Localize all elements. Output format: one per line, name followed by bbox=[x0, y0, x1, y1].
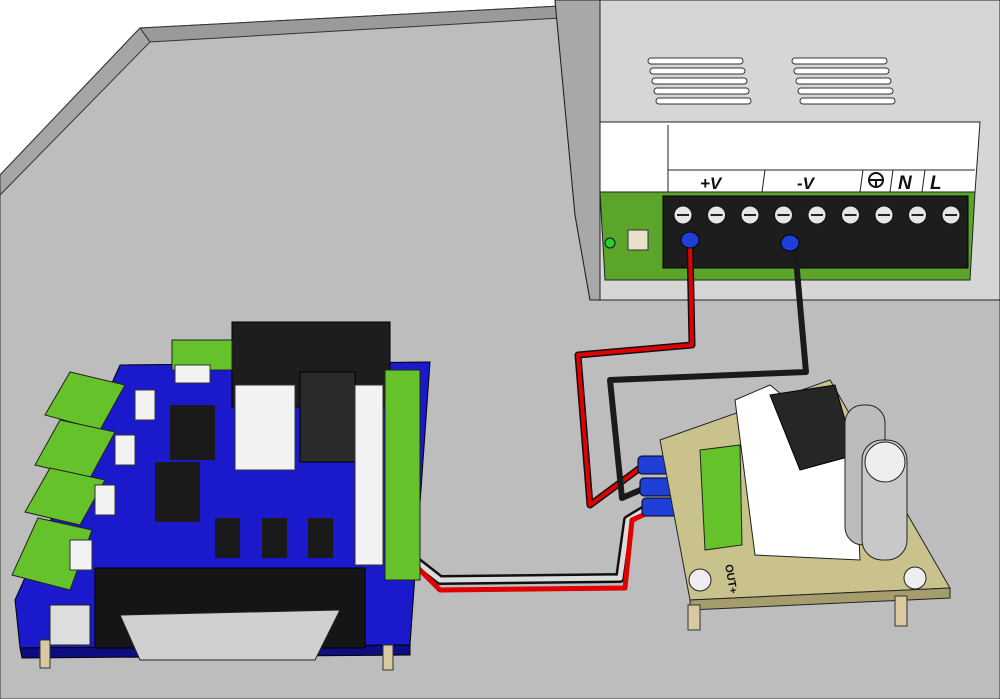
vent-slots bbox=[647, 57, 896, 105]
label-l: L bbox=[930, 173, 942, 194]
led-indicator bbox=[604, 237, 616, 249]
label-n: N bbox=[898, 173, 913, 194]
wire-red-top bbox=[576, 244, 694, 507]
driver-board: OUT+ bbox=[659, 379, 951, 631]
header-connectors bbox=[69, 364, 384, 571]
terminal-screws bbox=[673, 205, 961, 225]
wire-red-bottom bbox=[408, 509, 652, 593]
label-minus-v: -V bbox=[797, 174, 816, 193]
screw-terminal-green bbox=[699, 444, 743, 551]
controller-board bbox=[11, 321, 431, 671]
trim-pot bbox=[627, 229, 649, 251]
wires bbox=[404, 244, 809, 593]
power-supply: +V -V N L bbox=[554, 0, 1000, 301]
out-plus-label: OUT+ bbox=[722, 563, 739, 594]
motor-terminals bbox=[11, 369, 421, 591]
usb-connector bbox=[49, 604, 91, 646]
wire-black-top bbox=[607, 247, 809, 501]
label-plus-v: +V bbox=[700, 174, 723, 193]
ground-icon bbox=[868, 172, 884, 188]
